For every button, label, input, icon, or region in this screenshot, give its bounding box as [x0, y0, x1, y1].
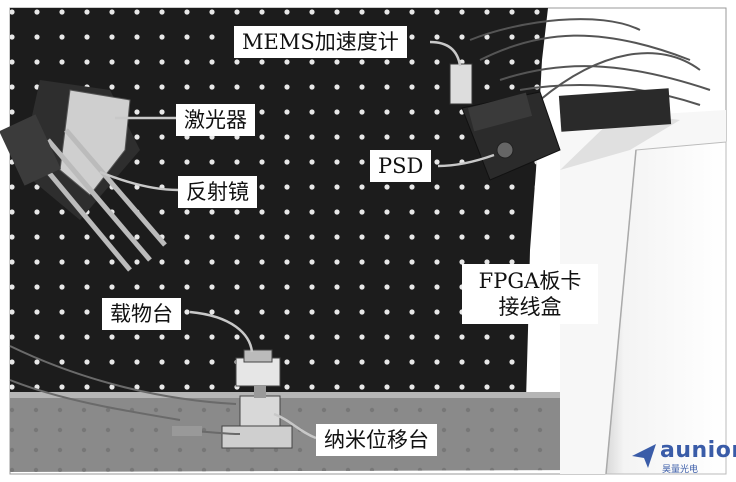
leader-lines: [99, 40, 495, 440]
logo-arrow-icon: [632, 444, 656, 468]
label-fpga-box: FPGA板卡 接线盒: [462, 264, 598, 324]
label-fpga-line1: FPGA板卡: [478, 269, 582, 293]
watermark-sub: 昊量光电: [662, 465, 699, 475]
label-mirror: 反射镜: [178, 176, 257, 208]
label-fpga-line2: 接线盒: [498, 295, 562, 319]
label-mems-accelerometer: MEMS加速度计: [234, 26, 407, 58]
fpga-board-wires: [469, 18, 711, 106]
stage-assembly: [221, 349, 293, 449]
fpga-board: [558, 88, 672, 132]
label-psd: PSD: [370, 150, 432, 182]
watermark-logo: aunion 昊量光电: [630, 438, 736, 475]
fpga-box: [560, 110, 727, 475]
laser-mirror-assembly: [0, 80, 167, 272]
watermark-brand: aunion: [660, 438, 736, 463]
label-nano-stage: 纳米位移台: [316, 424, 437, 456]
cable-clip: [172, 426, 202, 436]
label-stage: 载物台: [102, 298, 181, 330]
label-laser: 激光器: [176, 104, 255, 136]
